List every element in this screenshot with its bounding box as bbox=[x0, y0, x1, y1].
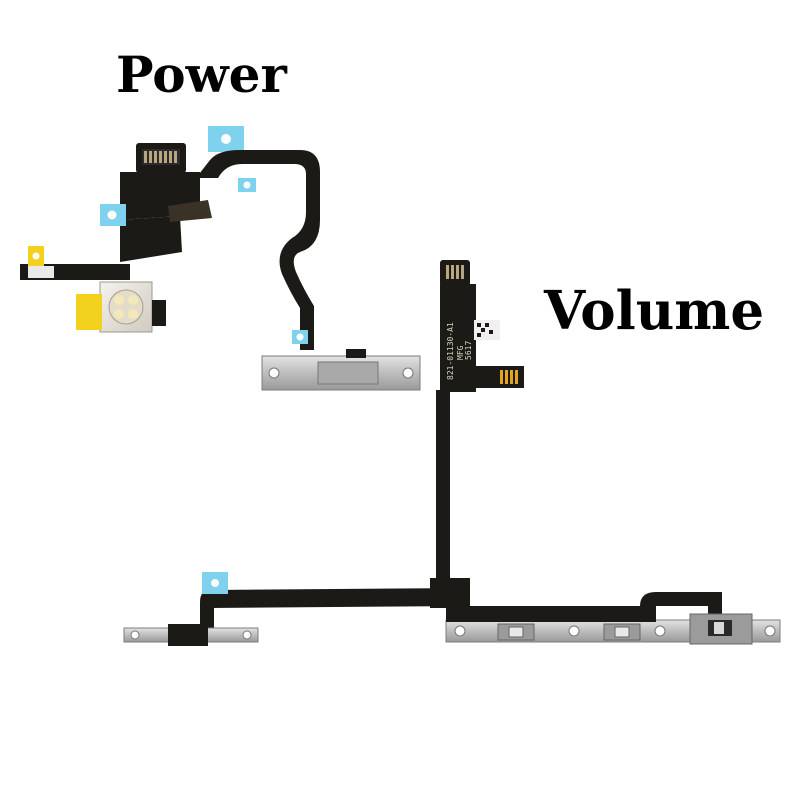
volume-flex-print: 821-01130-A1 MFG 5617 bbox=[446, 322, 473, 380]
volume-label: Volume bbox=[544, 280, 765, 342]
svg-text:821-01130-A1: 821-01130-A1 bbox=[446, 322, 455, 380]
svg-text:5617: 5617 bbox=[464, 341, 473, 360]
power-flex-trace-curve bbox=[196, 150, 320, 350]
svg-text:MFG: MFG bbox=[456, 345, 465, 360]
mute-switch bbox=[689, 613, 753, 645]
volume-flex-horizontal bbox=[210, 588, 470, 608]
volume-down-switch bbox=[603, 623, 641, 641]
volume-up-switch bbox=[497, 623, 535, 641]
volume-flex-vertical bbox=[440, 284, 476, 392]
volume-flex-cable: 821-01130-A1 MFG 5617 bbox=[123, 260, 781, 646]
power-label: Power bbox=[116, 45, 287, 104]
volume-top-connector bbox=[440, 260, 470, 286]
power-flex-cable bbox=[20, 126, 421, 391]
